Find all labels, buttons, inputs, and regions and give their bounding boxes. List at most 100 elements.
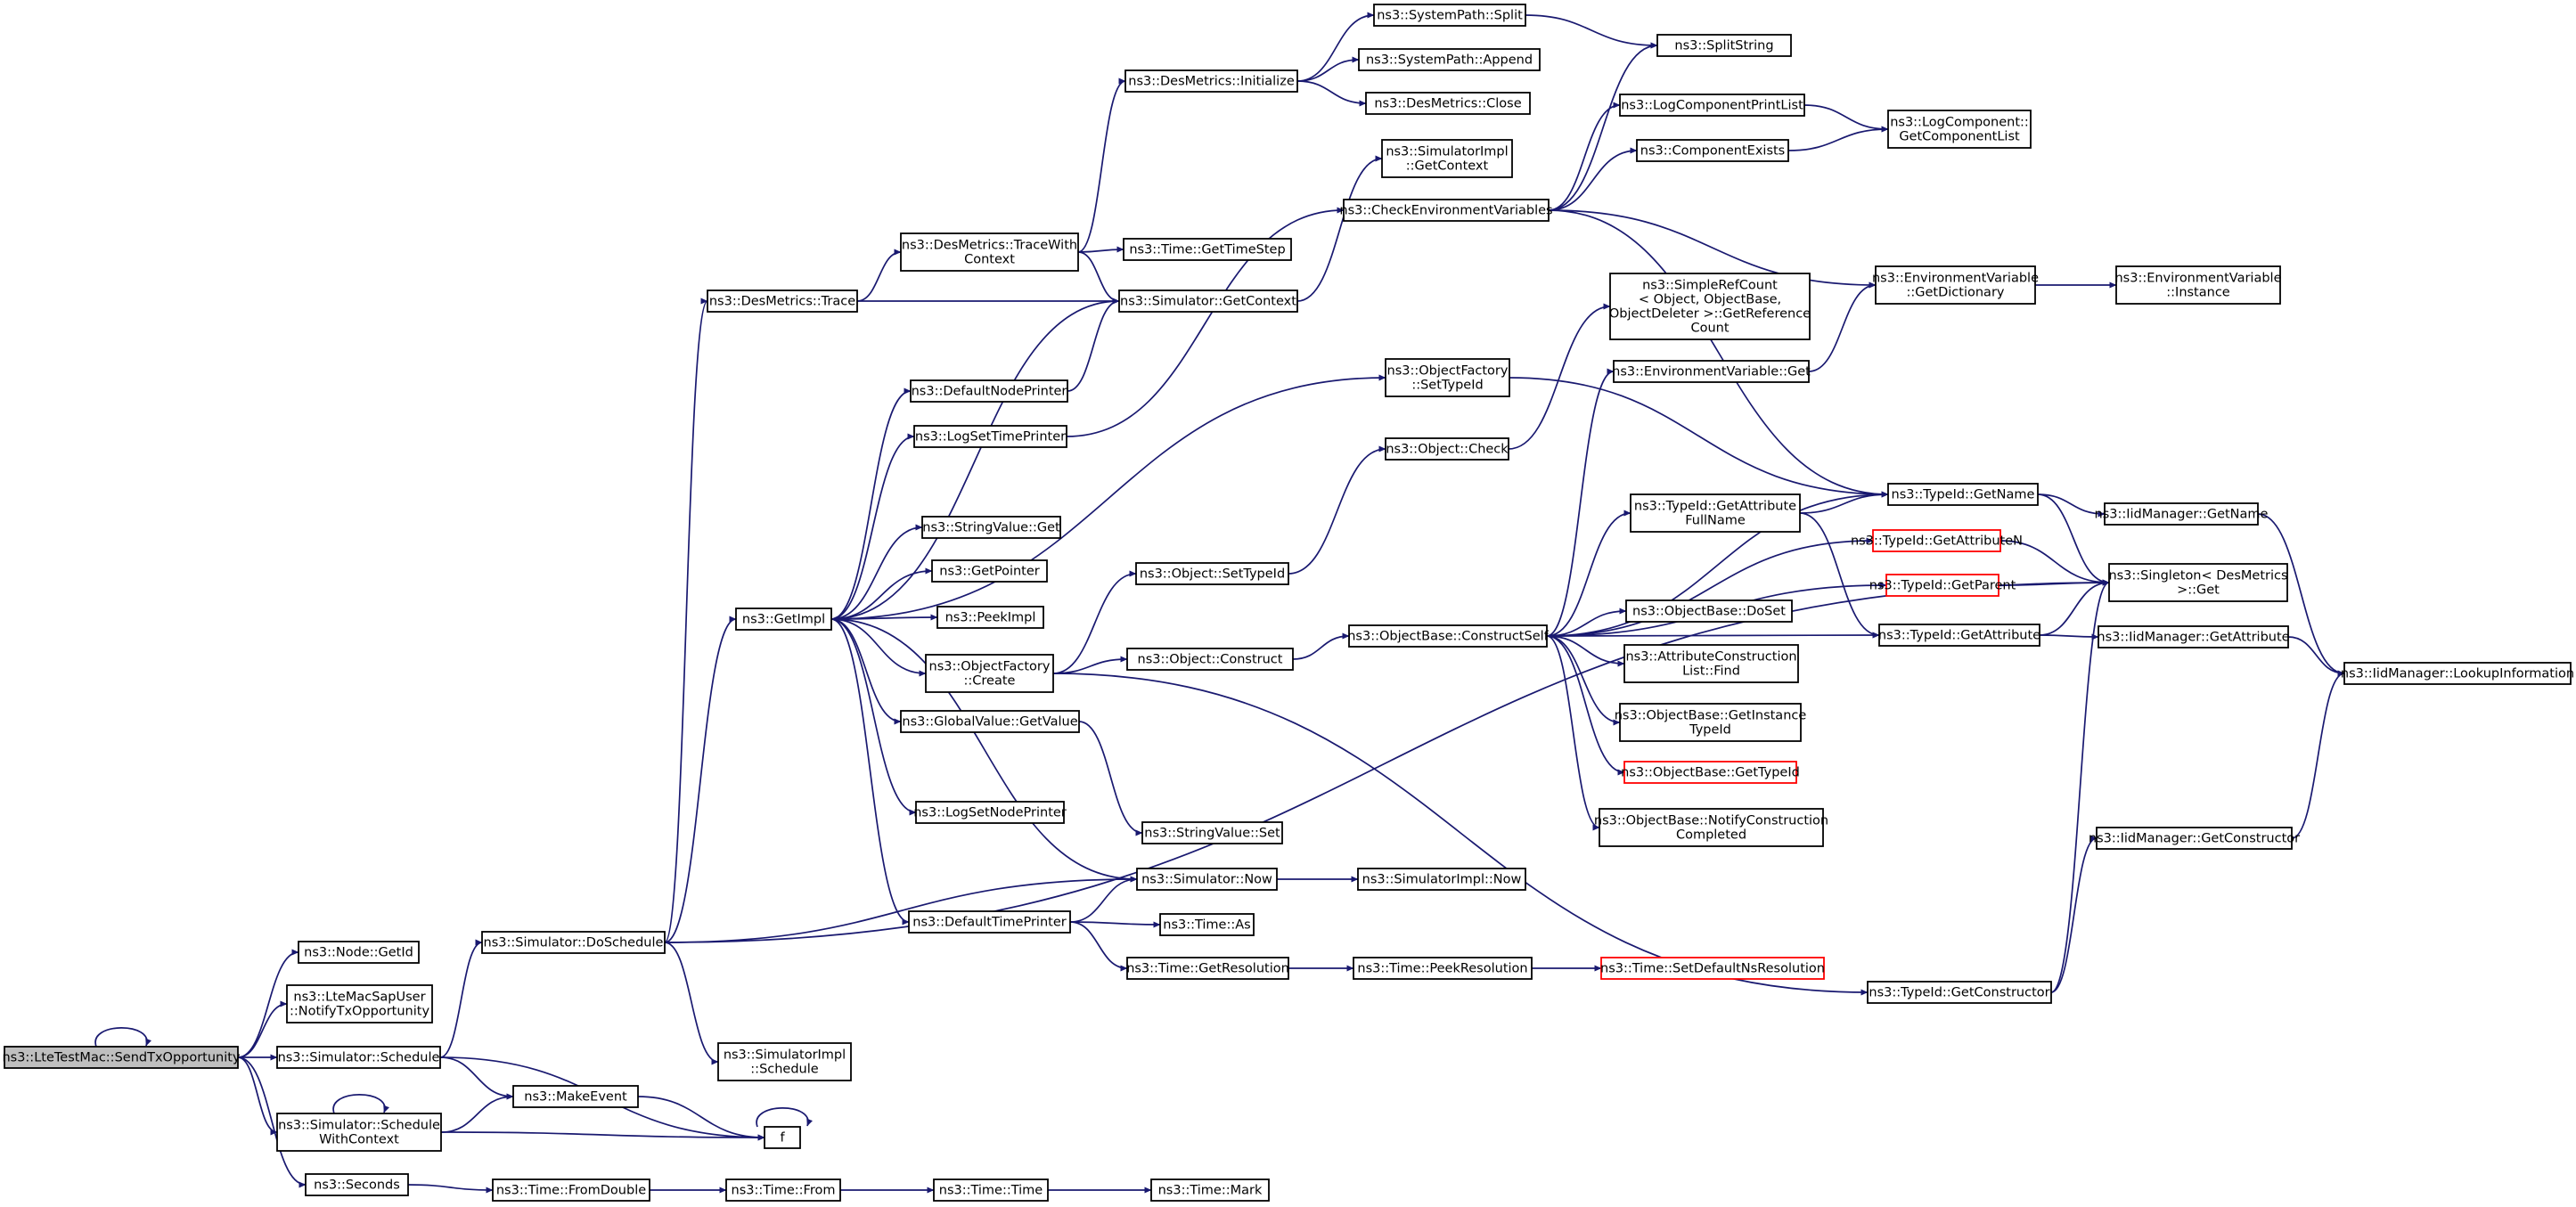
node-n23[interactable]: ns3::DesMetrics::Close (1365, 92, 1531, 115)
edge-path (1077, 251, 1120, 305)
node-n14[interactable]: ns3::GetImpl (735, 608, 832, 631)
node-n16[interactable]: ns3::Simulator::Now (1136, 868, 1278, 891)
node-n68[interactable]: ns3::IidManager::LookupInformation (2341, 662, 2574, 685)
node-n34[interactable]: ns3::DefaultTimePrinter (908, 910, 1071, 934)
edge-n0-n4 (237, 1056, 278, 1136)
node-n43[interactable]: ns3::Time::GetResolution (1126, 957, 1289, 980)
node-n15[interactable]: ns3::SimulatorImpl::Schedule (717, 1042, 852, 1081)
node-n8[interactable]: f (764, 1126, 801, 1149)
node-n52[interactable]: ns3::Object::Check (1385, 437, 1509, 461)
node-n69[interactable]: ns3::IidManager::GetConstructor (2089, 827, 2300, 850)
node-n18[interactable]: ns3::Simulator::GetContext (1118, 290, 1298, 313)
edge-n6-n16 (664, 876, 1138, 943)
node-label: GetComponentList (1899, 130, 2020, 144)
edge-n39-n66 (2050, 579, 2110, 993)
node-label: ns3::TypeId::GetAttribute (1878, 629, 2040, 643)
node-box (1348, 624, 1548, 648)
node-n7[interactable]: ns3::MakeEvent (512, 1085, 639, 1108)
node-n60[interactable]: ns3::ObjectBase::DoSet (1625, 599, 1793, 623)
node-n63[interactable]: ns3::ObjectBase::GetTypeId (1621, 761, 1800, 784)
node-n10[interactable]: ns3::Time::From (725, 1178, 841, 1202)
edge-path (1296, 80, 1367, 107)
node-n36[interactable]: ns3::ObjectFactory::SetTypeId (1385, 358, 1510, 397)
node-n59[interactable]: ns3::TypeId::GetAttribute (1878, 624, 2040, 647)
node-n1[interactable]: ns3::Node::GetId (298, 941, 420, 964)
node-n42[interactable]: ns3::Time::As (1159, 913, 1255, 936)
node-n44[interactable]: ns3::Time::PeekResolution (1353, 957, 1533, 980)
node-n3[interactable]: ns3::Simulator::Schedule (276, 1046, 441, 1069)
node-label: List::Find (1682, 665, 1740, 679)
node-n53[interactable]: ns3::SimpleRefCount< Object, ObjectBase,… (1609, 273, 1811, 340)
node-n0[interactable]: ns3::LteTestMac::SendTxOpportunity (2, 1046, 241, 1069)
node-n38[interactable]: ns3::Object::Construct (1126, 648, 1294, 671)
node-box (1357, 868, 1526, 891)
node-n2[interactable]: ns3::LteMacSapUser::NotifyTxOpportunity (286, 984, 433, 1024)
node-n32[interactable]: ns3::GlobalValue::GetValue (900, 710, 1080, 733)
node-n65[interactable]: ns3::IidManager::GetName (2095, 502, 2269, 526)
node-n49[interactable]: ns3::EnvironmentVariable::GetDictionary (1872, 265, 2039, 305)
node-n40[interactable]: ns3::StringValue::Set (1141, 821, 1283, 844)
node-n6[interactable]: ns3::Simulator::DoSchedule (481, 931, 666, 954)
edge-n37-n52 (1288, 445, 1386, 575)
node-n46[interactable]: ns3::LogComponentPrintList (1619, 94, 1805, 117)
node-n51[interactable]: ns3::TypeId::GetName (1887, 483, 2039, 506)
node-n9[interactable]: ns3::Time::FromDouble (492, 1178, 650, 1202)
edge-n56-n59 (1799, 512, 1880, 639)
node-n13[interactable]: ns3::DesMetrics::Trace (707, 290, 858, 313)
node-n29[interactable]: ns3::GetPointer (931, 559, 1048, 583)
node-n22[interactable]: ns3::SystemPath::Append (1358, 48, 1541, 71)
node-n26[interactable]: ns3::DefaultNodePrinter (910, 379, 1068, 403)
node-n41[interactable]: ns3::SimulatorImpl::Now (1357, 868, 1526, 891)
node-label: ns3::Time::SetDefaultNsResolution (1600, 962, 1825, 976)
node-n31[interactable]: ns3::ObjectFactory::Create (925, 654, 1054, 693)
node-n64[interactable]: ns3::ObjectBase::NotifyConstructionCompl… (1594, 808, 1828, 847)
node-n30[interactable]: ns3::PeekImpl (936, 606, 1044, 629)
node-n57[interactable]: ns3::TypeId::GetAttributeN (1851, 529, 2023, 552)
edge-n51-n66 (2037, 493, 2110, 586)
node-n45[interactable]: ns3::Time::SetDefaultNsResolution (1600, 957, 1825, 980)
node-label: ns3::Object::Construct (1138, 653, 1283, 667)
node-n54[interactable]: ns3::EnvironmentVariable::Get (1612, 360, 1811, 383)
node-n5[interactable]: ns3::Seconds (305, 1173, 409, 1196)
node-label: ObjectDeleter >::GetReference (1609, 307, 1811, 322)
node-n33[interactable]: ns3::LogSetNodePrinter (913, 801, 1067, 824)
edge-path (830, 618, 917, 816)
edge-path (1546, 537, 1874, 637)
node-n11[interactable]: ns3::Time::Time (933, 1178, 1049, 1202)
edge-n17-n18 (1077, 251, 1120, 305)
node-n67[interactable]: ns3::IidManager::GetAttribute (2097, 625, 2290, 648)
node-n35[interactable]: ns3::CheckEnvironmentVariables (1339, 199, 1553, 222)
node-n28[interactable]: ns3::StringValue::Get (921, 516, 1061, 539)
node-n66[interactable]: ns3::Singleton< DesMetrics >::Get (2108, 563, 2288, 602)
node-n24[interactable]: ns3::SplitString (1656, 34, 1792, 57)
node-n21[interactable]: ns3::SystemPath::Split (1373, 4, 1526, 27)
node-n50[interactable]: ns3::EnvironmentVariable::Instance (2114, 265, 2282, 305)
edge-n13-n17 (856, 249, 902, 302)
node-n58[interactable]: ns3::TypeId::GetParent (1869, 574, 2016, 597)
edge-n35-n49 (1548, 209, 1877, 289)
node-box (931, 559, 1048, 583)
edge-n16-n14 (830, 616, 1138, 880)
node-n12[interactable]: ns3::Time::Mark (1150, 1178, 1270, 1202)
node-n19[interactable]: ns3::DesMetrics::Initialize (1124, 69, 1298, 93)
node-n27[interactable]: ns3::LogSetTimePrinter (913, 425, 1067, 448)
node-n39[interactable]: ns3::TypeId::GetConstructor (1867, 981, 2052, 1004)
edge-n35-n51 (1548, 209, 1889, 498)
node-label: < Object, ObjectBase, (1639, 293, 1781, 307)
node-n25[interactable]: ns3::SimulatorImpl::GetContext (1381, 139, 1513, 178)
node-n37[interactable]: ns3::Object::SetTypeId (1135, 562, 1289, 585)
node-n55[interactable]: ns3::ObjectBase::ConstructSelf (1347, 624, 1550, 648)
node-label: ::GetDictionary (1907, 286, 2005, 300)
node-box (1136, 868, 1278, 891)
node-box (921, 516, 1061, 539)
node-n48[interactable]: ns3::LogComponent::GetComponentList (1887, 110, 2032, 149)
node-label: TypeId (1689, 723, 1731, 738)
node-n20[interactable]: ns3::Time::GetTimeStep (1123, 238, 1292, 261)
node-label: ns3::SimpleRefCount (1642, 279, 1778, 293)
node-n47[interactable]: ns3::ComponentExists (1636, 139, 1789, 162)
